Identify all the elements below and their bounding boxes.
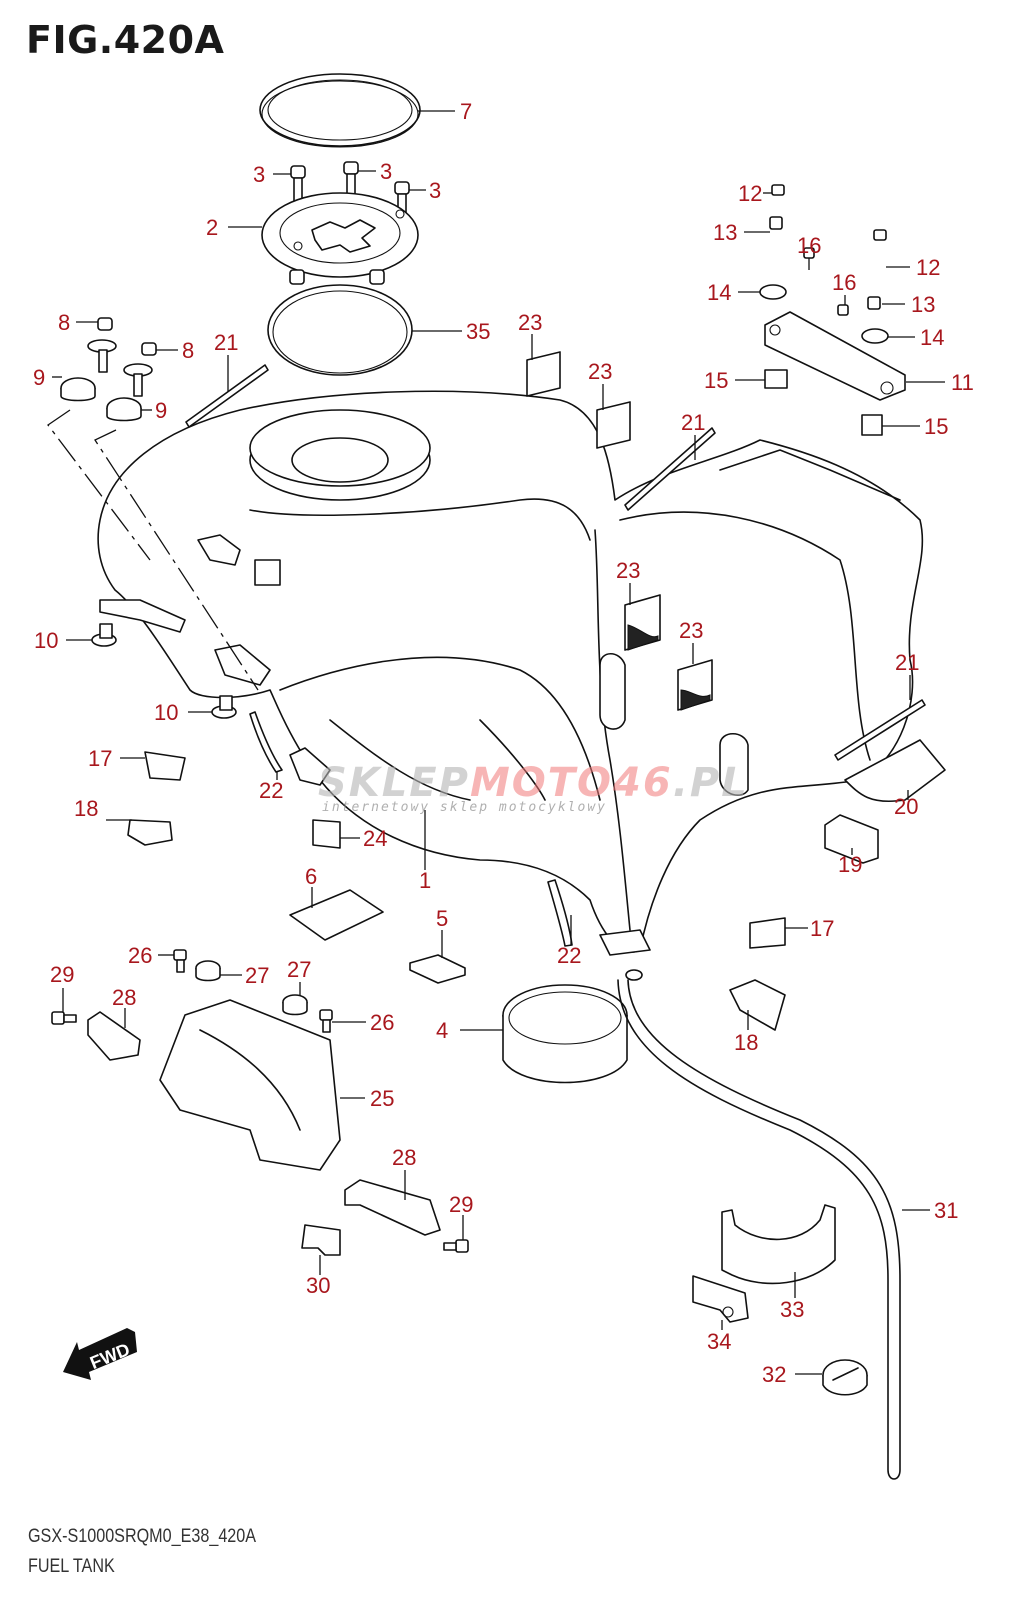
callout-22[interactable]: 22: [259, 778, 283, 803]
gasket-ring-part-7: [259, 73, 421, 148]
bolts-part-26: [173, 949, 333, 1033]
callout-1[interactable]: 1: [419, 868, 431, 893]
clip-plate-part-34: [692, 1275, 749, 1323]
callout-33[interactable]: 33: [780, 1297, 804, 1322]
callout-32[interactable]: 32: [762, 1362, 786, 1387]
callout-12[interactable]: 12: [738, 181, 762, 206]
callout-11[interactable]: 11: [951, 370, 974, 395]
callout-22[interactable]: 22: [557, 943, 581, 968]
callout-28[interactable]: 28: [392, 1145, 416, 1170]
callout-8[interactable]: 8: [58, 310, 70, 335]
fuel-tank-part-1: [97, 390, 924, 956]
callouts: 7 3 3 3 2 35 8 8 9 9 21 23 23 21 12 13 1…: [33, 99, 974, 1387]
callout-24[interactable]: 24: [363, 826, 387, 851]
callout-10[interactable]: 10: [154, 700, 178, 725]
callout-16[interactable]: 16: [832, 270, 856, 295]
block-part-5: [409, 954, 466, 984]
pads-part-23: [526, 351, 713, 711]
hose-clamp-part-32: [822, 1359, 868, 1396]
cap-ring-part-35: [267, 284, 413, 376]
callout-16[interactable]: 16: [797, 233, 821, 258]
callout-19[interactable]: 19: [838, 852, 862, 877]
clip-part-30: [301, 1224, 341, 1256]
callout-29[interactable]: 29: [449, 1192, 473, 1217]
callout-18[interactable]: 18: [734, 1030, 758, 1055]
callout-26[interactable]: 26: [128, 943, 152, 968]
callout-21[interactable]: 21: [895, 650, 919, 675]
callout-7[interactable]: 7: [460, 99, 472, 124]
figure-title: FIG.420A: [26, 18, 225, 62]
brackets-part-28: [87, 1011, 441, 1236]
callout-23[interactable]: 23: [518, 310, 542, 335]
rear-bracket-group: [759, 184, 906, 436]
callout-31[interactable]: 31: [934, 1198, 958, 1223]
bolts-part-29: [51, 1011, 469, 1253]
callout-21[interactable]: 21: [214, 330, 238, 355]
callout-23[interactable]: 23: [588, 359, 612, 384]
model-code: GSX-S1000SRQM0_E38_420A: [28, 1526, 257, 1547]
callout-23[interactable]: 23: [679, 618, 703, 643]
callout-9[interactable]: 9: [33, 365, 45, 390]
callout-5[interactable]: 5: [436, 906, 448, 931]
callout-9[interactable]: 9: [155, 398, 167, 423]
callout-35[interactable]: 35: [466, 319, 490, 344]
cover-part-25: [159, 999, 341, 1171]
callout-3[interactable]: 3: [253, 162, 265, 187]
callout-14[interactable]: 14: [707, 280, 731, 305]
callout-17[interactable]: 17: [88, 746, 112, 771]
callout-18[interactable]: 18: [74, 796, 98, 821]
callout-15[interactable]: 15: [924, 414, 948, 439]
callout-23[interactable]: 23: [616, 558, 640, 583]
strips-part-21: [185, 364, 926, 761]
callout-12[interactable]: 12: [916, 255, 940, 280]
callout-27[interactable]: 27: [245, 963, 269, 988]
callout-17[interactable]: 17: [810, 916, 834, 941]
callout-20[interactable]: 20: [894, 794, 918, 819]
callout-34[interactable]: 34: [707, 1329, 731, 1354]
forward-arrow-icon: FWD: [63, 1328, 137, 1380]
callout-29[interactable]: 29: [50, 962, 74, 987]
band-part-4: [502, 984, 628, 1084]
callout-25[interactable]: 25: [370, 1086, 394, 1111]
protectors-part-17-18: [127, 751, 786, 1031]
bolts-part-8: [87, 317, 157, 397]
pad-part-24: [312, 819, 341, 849]
figure-name: FUEL TANK: [28, 1556, 115, 1577]
grommets-part-27: [195, 960, 308, 1016]
callout-30[interactable]: 30: [306, 1273, 330, 1298]
callout-27[interactable]: 27: [287, 957, 311, 982]
callout-15[interactable]: 15: [704, 368, 728, 393]
figure-footer: GSX-S1000SRQM0_E38_420A FUEL TANK: [28, 1522, 256, 1582]
sheet-part-20: [844, 739, 946, 803]
block-part-19: [824, 814, 879, 864]
hose-part-31: [617, 969, 901, 1480]
sheet-part-6: [289, 889, 384, 941]
callout-28[interactable]: 28: [112, 985, 136, 1010]
callout-21[interactable]: 21: [681, 410, 705, 435]
callout-26[interactable]: 26: [370, 1010, 394, 1035]
callout-4[interactable]: 4: [436, 1018, 448, 1043]
cushions-part-9: [47, 377, 259, 691]
callout-3[interactable]: 3: [429, 178, 441, 203]
callout-13[interactable]: 13: [911, 292, 935, 317]
callout-8[interactable]: 8: [182, 338, 194, 363]
callout-10[interactable]: 10: [34, 628, 58, 653]
clamp-part-33: [721, 1204, 836, 1285]
fuel-cap-plate-part-2: [261, 192, 419, 285]
callout-13[interactable]: 13: [713, 220, 737, 245]
cushions-part-22: [249, 711, 573, 947]
callout-2[interactable]: 2: [206, 215, 218, 240]
callout-3[interactable]: 3: [380, 159, 392, 184]
callout-14[interactable]: 14: [920, 325, 944, 350]
callout-6[interactable]: 6: [305, 864, 317, 889]
